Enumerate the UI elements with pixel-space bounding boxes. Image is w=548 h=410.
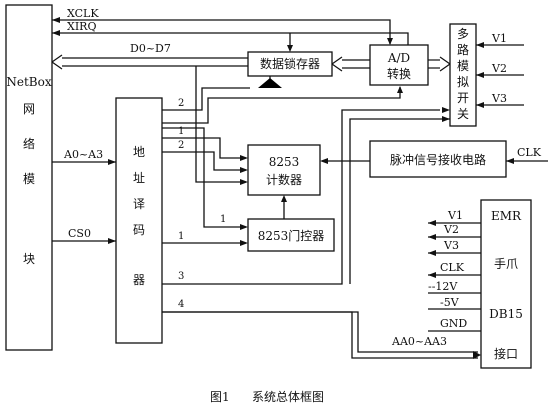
emr-pin-v1: V1 [428, 209, 481, 226]
emr-label-3: 接口 [494, 346, 518, 361]
cs-label: CS0 [68, 227, 91, 240]
mux-label-0: 多 [457, 27, 469, 41]
caption-number: 图1 [210, 390, 230, 404]
decoder-label-4: 器 [133, 273, 145, 287]
emr-pin-clk: CLK [428, 261, 481, 278]
gate-to-counter [281, 195, 287, 219]
decoder-out-gate-a: 1 [162, 127, 248, 230]
v1-input: V1 [476, 32, 524, 48]
decoder-out-num-3: 1 [220, 214, 226, 225]
xirq-label: XIRQ [67, 20, 96, 33]
emr-pin-label-4: --12V [428, 280, 458, 293]
decoder-out-num-5: 3 [178, 271, 184, 282]
decoder-label-0: 地 [133, 145, 145, 159]
emr-pin-gnd: GND [428, 317, 481, 332]
bus-to-counter [195, 66, 248, 185]
mux-select-b [349, 116, 450, 284]
emr-pin-label-1: V2 [443, 223, 459, 236]
pulse-to-counter [320, 158, 370, 164]
emr-pin-neg12v: --12V [428, 280, 481, 294]
v1-label: V1 [491, 32, 507, 45]
decoder-out-num-2: 2 [178, 140, 184, 151]
netbox-label-2: 络 [23, 136, 35, 151]
v3-label: V3 [491, 92, 507, 105]
counter-label-1: 计数器 [266, 172, 302, 187]
decoder-out-num-6: 4 [178, 299, 184, 310]
decoder-out-emr: 4 AA0~AA3 [162, 299, 481, 359]
emr-pin-label-5: -5V [440, 296, 460, 309]
emr-pin-neg5v: -5V [428, 296, 481, 310]
emr-pin-label-6: GND [440, 317, 467, 330]
emr-label-2: DB15 [489, 307, 523, 321]
emr-interface-block: EMR 手爪 DB15 接口 [480, 199, 532, 369]
xclk-label: XCLK [67, 7, 99, 20]
data-bus-label: D0~D7 [130, 42, 171, 55]
mux-label-3: 拟 [457, 75, 469, 89]
emr-pin-label-0: V1 [447, 209, 463, 222]
caption-text: 系统总体框图 [252, 390, 324, 404]
emr-pin-label-2: V3 [443, 239, 459, 252]
decoder-out-adc [162, 86, 403, 124]
latch-control-line [287, 33, 293, 52]
pulse-label: 脉冲信号接收电路 [390, 152, 486, 167]
decoder-label-1: 址 [133, 171, 145, 185]
emr-pin-v2: V2 [428, 223, 481, 240]
counter-8253-block: 8253 计数器 [247, 144, 321, 196]
decoder-out-num-4: 1 [178, 231, 184, 242]
decoder-label-2: 译 [133, 197, 145, 211]
decoder-label-3: 码 [133, 223, 145, 237]
mux-label-4: 开 [457, 91, 469, 105]
netbox-label-1: 网 [23, 102, 35, 116]
pulse-receiver-block: 脉冲信号接收电路 [369, 140, 507, 178]
xclk-line: XCLK [52, 7, 393, 45]
v3-input: V3 [476, 92, 524, 108]
emr-pin-v3: V3 [428, 239, 481, 256]
adc-label-1: 转换 [387, 66, 411, 81]
decoder-out-counter-b: 2 [162, 140, 248, 173]
counter-label-0: 8253 [269, 155, 300, 169]
analog-mux-block: 多 路 模 拟 开 关 [449, 23, 477, 127]
ad-converter-block: A/D 转换 [369, 44, 429, 86]
decoder-out-num-1: 1 [178, 126, 184, 137]
cs0-line: CS0 [52, 227, 116, 244]
emr-label-1: 手爪 [494, 257, 518, 271]
decoder-out-counter-a: 1 [162, 126, 248, 161]
mux-label-2: 模 [457, 59, 469, 73]
addr-label: A0~A3 [63, 148, 103, 161]
emr-label-0: EMR [491, 209, 522, 223]
latch-down-bus [258, 76, 282, 88]
adc-label-0: A/D [387, 51, 410, 65]
v2-input: V2 [476, 62, 524, 78]
mux-label-5: 关 [457, 107, 469, 121]
mux-to-adc-bus [428, 56, 451, 72]
netbox-module-block: NetBox 网 络 模 块 [5, 4, 53, 351]
clk-label: CLK [517, 146, 542, 159]
v2-label: V2 [491, 62, 507, 75]
netbox-label-4: 块 [23, 252, 35, 266]
netbox-label-0: NetBox [6, 75, 51, 89]
clk-input: CLK [506, 146, 548, 164]
adc-to-latch-bus [331, 56, 370, 72]
address-decoder-block: 地 址 译 码 器 [115, 97, 163, 344]
netbox-label-3: 模 [23, 172, 35, 186]
decoder-out-mux: 3 [162, 107, 450, 285]
data-bus-d0-d7: D0~D7 [51, 42, 248, 70]
latch-label: 数据锁存器 [260, 56, 320, 71]
gate-controller-block: 8253门控器 [247, 218, 335, 252]
data-latch-block: 数据锁存器 [247, 51, 333, 77]
xirq-line: XIRQ [52, 20, 409, 45]
decoder-out-latch: 2 [162, 87, 250, 111]
decoder-out-gate-b: 1 [162, 231, 248, 246]
gate-label: 8253门控器 [258, 228, 325, 243]
emr-pin-label-3: CLK [440, 261, 465, 274]
addr-a0-a3-line: A0~A3 [52, 148, 116, 165]
decoder-out-num-0: 2 [178, 98, 184, 109]
figure-caption: 图1 系统总体框图 [210, 390, 324, 404]
mux-label-1: 路 [457, 42, 469, 57]
aa-bus-label: AA0~AA3 [391, 335, 447, 348]
